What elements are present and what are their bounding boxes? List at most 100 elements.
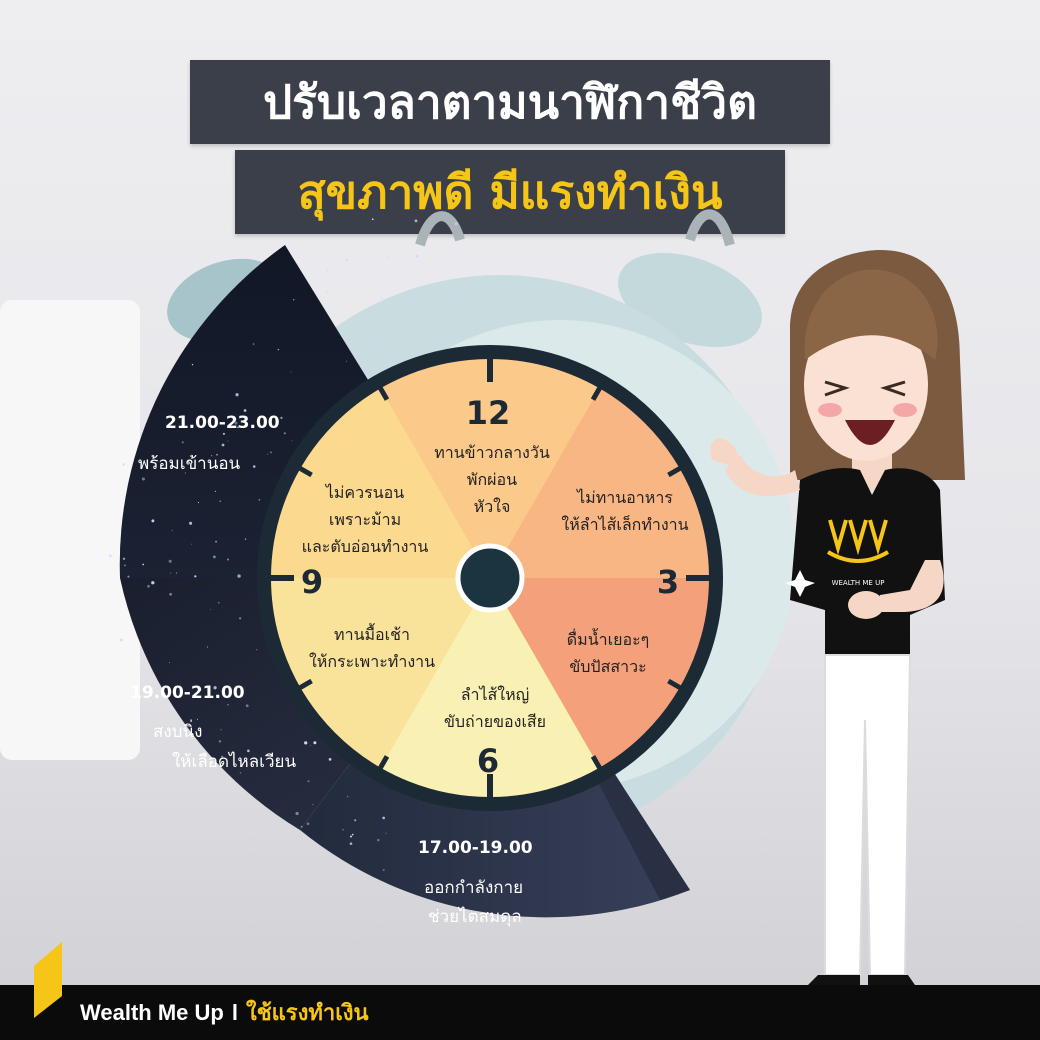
clock-segment [270, 578, 490, 769]
star [217, 601, 220, 604]
star [207, 646, 209, 648]
segment-6-line-1: ไม่ควรนอน [324, 483, 404, 502]
star [219, 500, 222, 503]
clock-face [257, 345, 723, 811]
star [295, 811, 299, 816]
footer-separator: l [231, 1000, 238, 1025]
star [400, 301, 402, 303]
segment-2-line-1: ไม่ทานอาหาร [575, 488, 673, 507]
clock-tick [590, 381, 606, 401]
star [354, 819, 357, 822]
star [454, 250, 456, 253]
star [267, 453, 269, 455]
character-eye-right [880, 380, 906, 397]
star [304, 741, 308, 745]
night-2-time: 19.00-21.00 [130, 683, 245, 703]
star [385, 832, 387, 834]
star [176, 771, 179, 774]
character-eye-left [824, 380, 850, 397]
star [290, 371, 292, 373]
footer-slogan: ใช้แรงทำเงิน [245, 1000, 369, 1025]
star [312, 803, 314, 806]
segment-5-line-1: ทานมื้อเช้า [334, 623, 410, 644]
star [108, 554, 112, 558]
star [169, 572, 171, 574]
star [264, 839, 268, 843]
star [213, 686, 217, 690]
star [414, 219, 418, 223]
night-3-line-2: ช่วยไตสมดุล [428, 906, 522, 927]
clock-number-3: 3 [657, 563, 679, 601]
star [272, 760, 274, 762]
star [142, 563, 144, 566]
star [387, 255, 390, 258]
star [252, 343, 255, 345]
segment-6-line-2: เพราะม้าม [329, 510, 401, 529]
star [194, 575, 197, 578]
clock-number-6: 6 [477, 742, 499, 780]
clock-tick [667, 462, 687, 478]
star [197, 502, 200, 504]
night-1-line-1: พร้อมเข้านอน [138, 454, 241, 474]
star [292, 888, 294, 890]
star [347, 796, 349, 798]
star [123, 564, 126, 567]
star [169, 662, 171, 664]
star [220, 729, 222, 731]
star [245, 704, 249, 708]
star [371, 218, 374, 221]
character-face [804, 309, 928, 461]
star [244, 538, 247, 540]
star [234, 795, 236, 797]
star [237, 574, 241, 578]
character-mouth [845, 420, 895, 445]
character-arm-left [725, 455, 800, 496]
star [328, 758, 332, 761]
star [147, 584, 150, 588]
star [280, 416, 283, 420]
star [260, 848, 264, 852]
star [293, 299, 295, 301]
star [306, 822, 310, 826]
segment-1-line-1: ทานข้าวกลางวัน [434, 443, 550, 462]
star [342, 829, 344, 831]
segment-4-line-1: ลำไส้ใหญ่ [461, 685, 530, 704]
star [210, 608, 211, 610]
segment-1-line-2: พักผ่อน [467, 470, 517, 489]
character-blush-left [818, 403, 842, 417]
footer-brand: Wealth Me Up [80, 1000, 224, 1025]
shirt-logo: WEALTH ME UP [826, 519, 890, 587]
segment-3-line-1: ดื่มน้ำเยอะๆ [567, 628, 650, 649]
star [345, 360, 348, 362]
clock-segment [270, 387, 490, 578]
star [221, 755, 224, 758]
star [191, 363, 194, 366]
segment-3-line-2: ขับปัสสาวะ [569, 657, 646, 676]
star [349, 835, 352, 838]
clock-segment [380, 357, 600, 578]
clock-segment [490, 578, 710, 769]
character-hand-left [710, 438, 745, 470]
star [221, 443, 225, 447]
star [122, 557, 126, 560]
star [122, 463, 125, 466]
mug-illustration [0, 300, 140, 760]
star [234, 421, 238, 425]
star [239, 771, 242, 774]
star [270, 451, 272, 454]
star [291, 440, 293, 442]
night-3-line-1: ออกกำลังกาย [424, 878, 523, 898]
character-blush-right [893, 403, 917, 417]
character-pants [824, 654, 912, 976]
clock-number-12: 12 [466, 394, 511, 432]
night-1-time: 21.00-23.00 [165, 413, 280, 433]
star [124, 483, 126, 485]
star [382, 816, 385, 820]
star [196, 718, 199, 720]
shirt-logo-mark [828, 519, 888, 556]
night-3-time: 17.00-19.00 [418, 838, 533, 858]
clock-tick [293, 462, 313, 478]
star [152, 699, 155, 702]
star [332, 322, 334, 324]
star [380, 297, 383, 300]
